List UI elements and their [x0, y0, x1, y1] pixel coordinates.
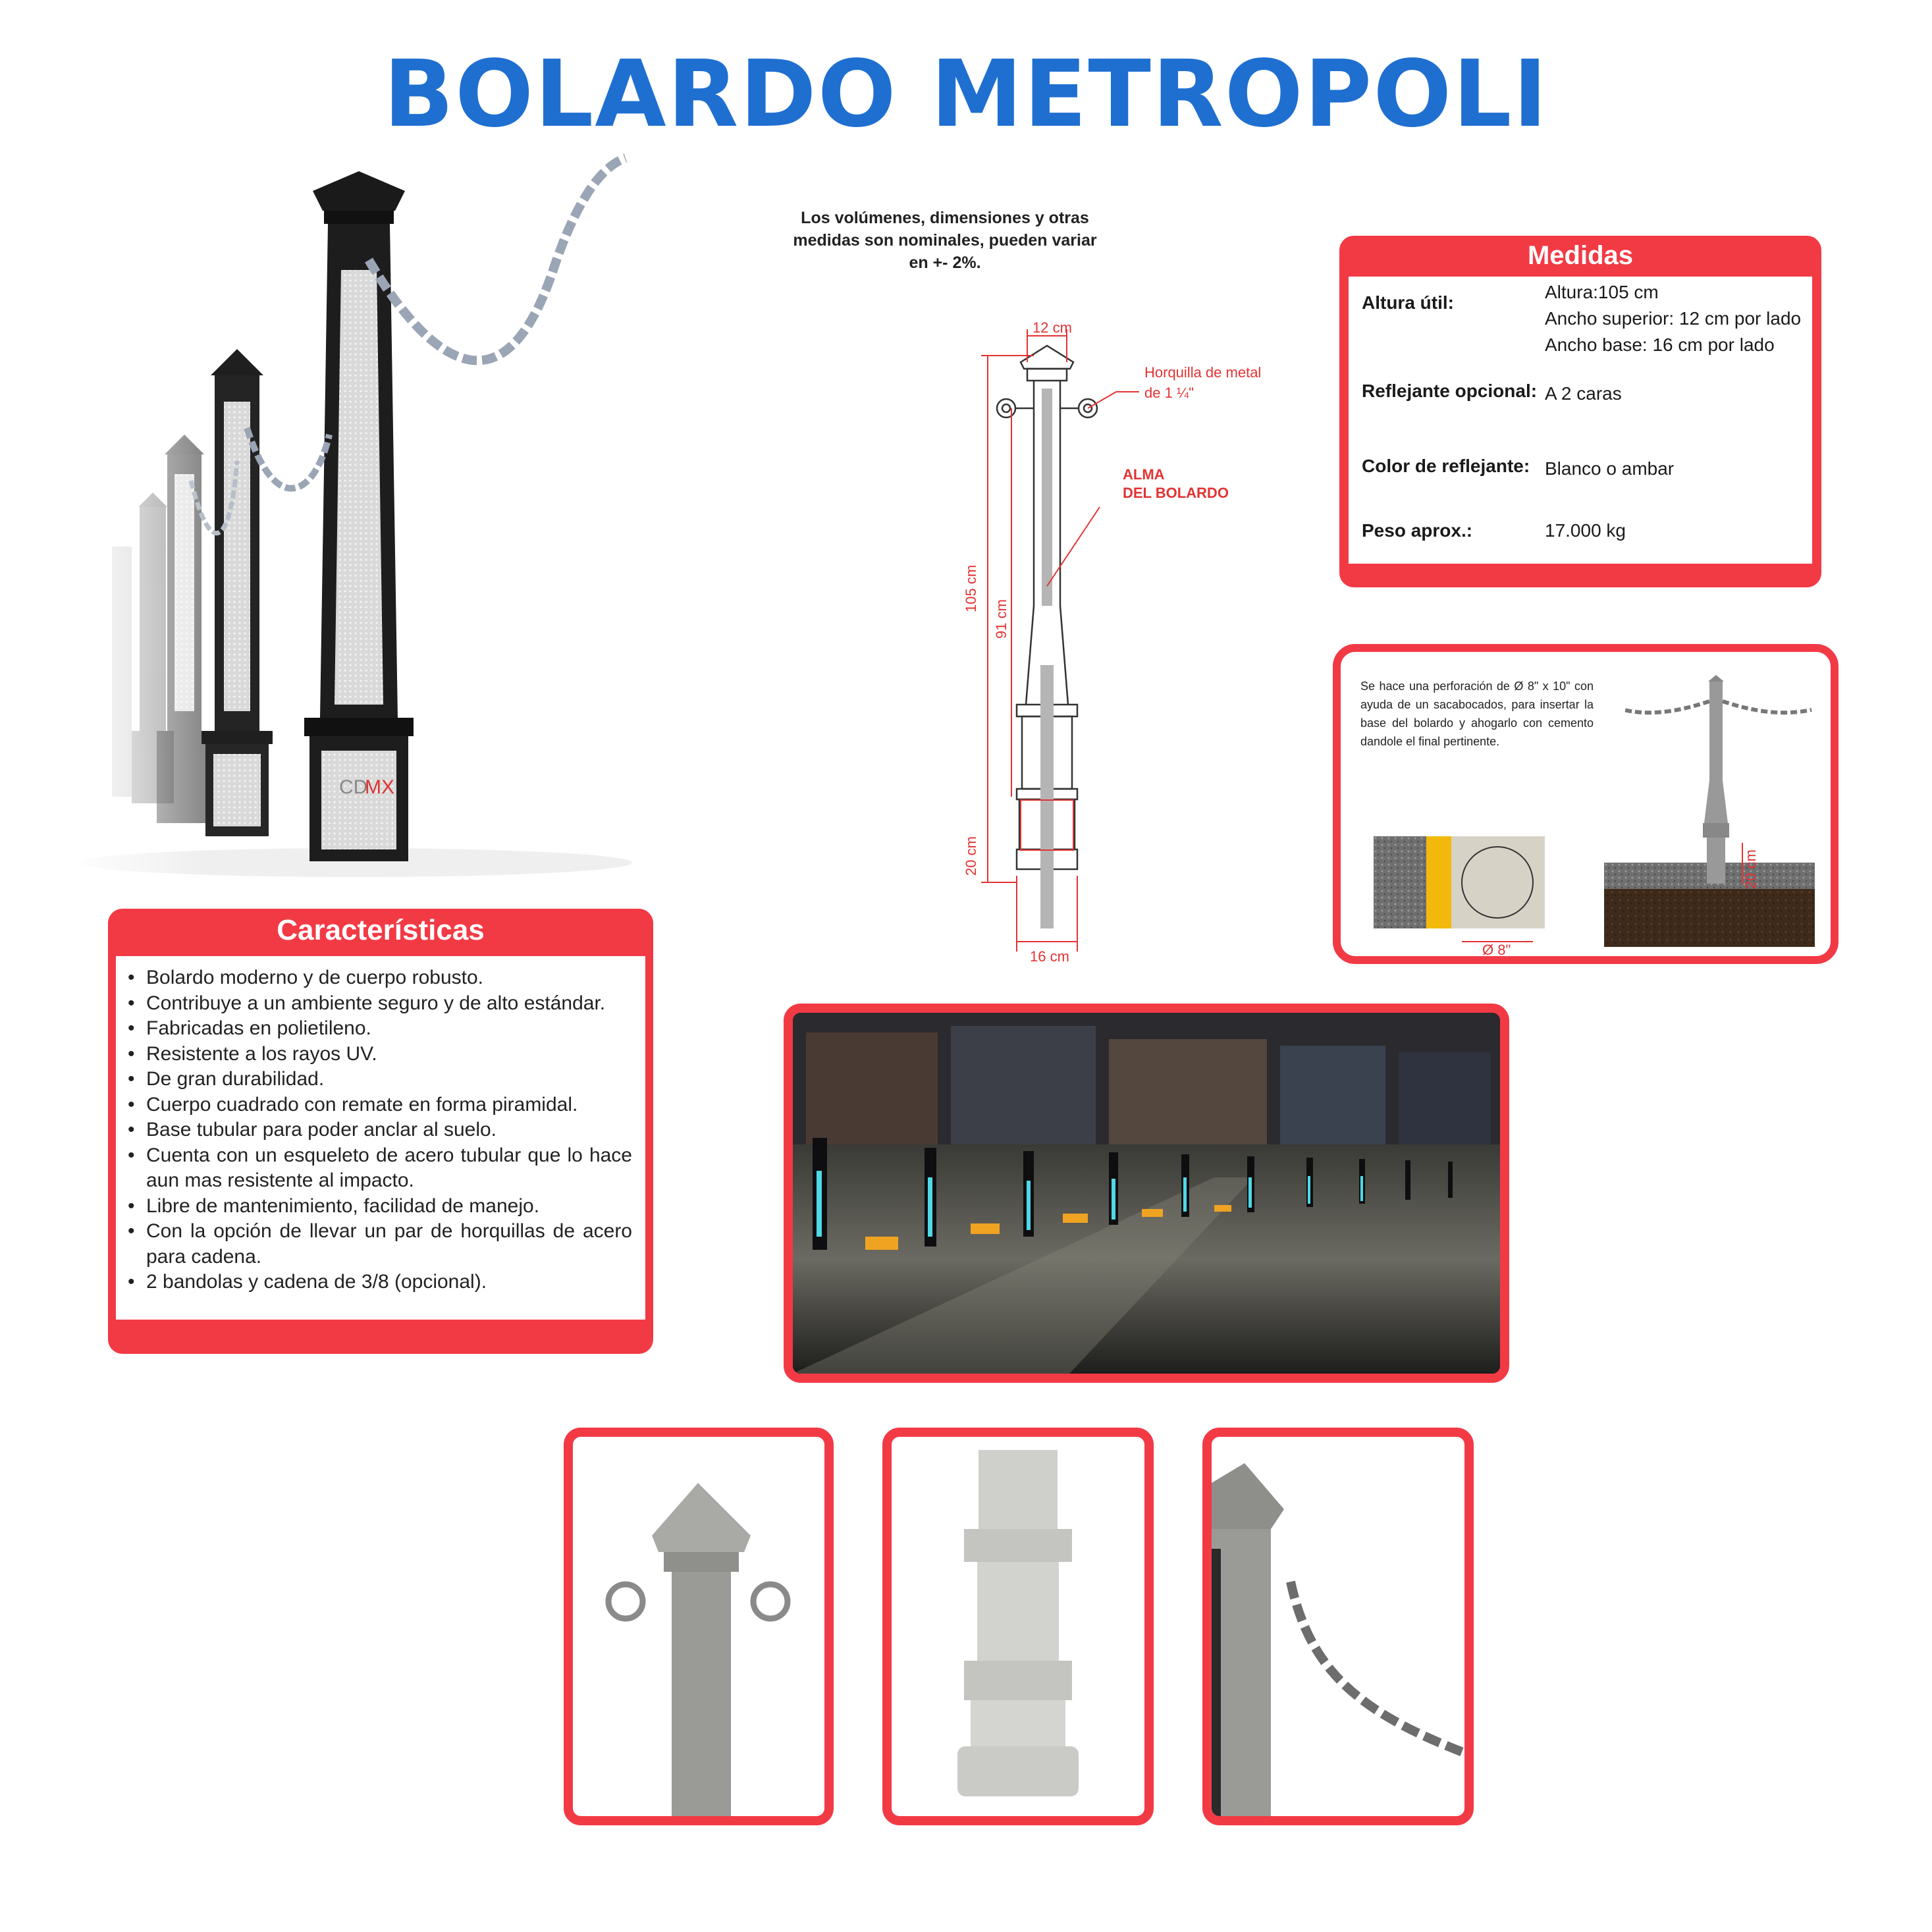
caracteristicas-body: Bolardo moderno y de cuerpo robusto.Cont… — [116, 956, 645, 1320]
chain-install-left-icon — [1623, 699, 1710, 715]
dim-hole-diameter: Ø 8" — [1482, 942, 1511, 956]
callout-hook-line2: de 1 ¼" — [1144, 385, 1194, 401]
medidas-label-altura: Altura útil: — [1362, 292, 1454, 313]
technical-drawing: 12 cm 16 cm 105 cm 91 cm 20 cm Horquilla… — [963, 319, 1261, 965]
chain-install-right-icon — [1722, 699, 1812, 715]
caracteristica-item: Bolardo moderno y de cuerpo robusto. — [116, 965, 632, 991]
detail-chain-thumbnail — [1202, 1428, 1474, 1825]
dim-base-width: 16 cm — [1030, 948, 1069, 965]
dim-height-body: 91 cm — [993, 599, 1009, 639]
caracteristica-item: Fabricadas en polietileno. — [116, 1016, 632, 1042]
medidas-value-altura: Altura:105 cm — [1545, 282, 1659, 302]
page-title: BOLARDO METROPOLI — [383, 41, 1549, 148]
medidas-value-reflejante: A 2 caras — [1545, 383, 1622, 404]
caracteristica-item: Libre de mantenimiento, facilidad de man… — [116, 1194, 632, 1220]
bollard-mid — [201, 349, 273, 836]
installed-bollard-icon — [1703, 675, 1729, 884]
installation-text: Se hace una perforación de Ø 8" x 10" co… — [1360, 680, 1594, 748]
detail-cap-hooks-thumbnail — [564, 1428, 834, 1825]
caracteristica-item: Contribuye a un ambiente seguro y de alt… — [116, 991, 632, 1017]
caracteristicas-panel: Características Bolardo moderno y de cue… — [108, 909, 653, 1354]
medidas-label-color: Color de reflejante: — [1362, 456, 1530, 476]
dim-top-width: 12 cm — [1033, 319, 1072, 336]
medidas-value-color: Blanco o ambar — [1545, 458, 1675, 479]
dimensions-note: Los volúmenes, dimensiones y otras medid… — [793, 209, 1097, 272]
chain-detail-icon — [1286, 1580, 1464, 1758]
callout-core-line2: DEL BOLARDO — [1123, 485, 1229, 501]
medidas-panel: Medidas Altura útil: Altura:105 cm Ancho… — [1339, 236, 1821, 587]
installation-panel: Se hace una perforación de Ø 8" x 10" co… — [1333, 644, 1838, 964]
caracteristicas-list: Bolardo moderno y de cuerpo robusto.Cont… — [116, 965, 632, 1295]
caracteristica-item: 2 bandolas y cadena de 3/8 (opcional). — [116, 1270, 632, 1295]
drill-hole-icon — [1461, 846, 1534, 919]
medidas-body: Altura útil: Altura:105 cm Ancho superio… — [1349, 277, 1812, 564]
callout-hook-line1: Horquilla de metal — [1144, 364, 1261, 381]
medidas-value-peso: 17.000 kg — [1545, 520, 1626, 541]
bollard-front: CD MX — [304, 171, 414, 861]
installation-diagram: Ø 8" 20 cm — [1374, 675, 1815, 956]
dim-height-total: 105 cm — [963, 565, 979, 612]
caracteristica-item: De gran durabilidad. — [116, 1067, 632, 1092]
caracteristica-item: Resistente a los rayos UV. — [116, 1042, 632, 1067]
detail-base-thumbnail — [882, 1428, 1154, 1825]
medidas-value-ancho-superior: Ancho superior: 12 cm por lado — [1545, 308, 1802, 329]
street-photo-illustration — [793, 1013, 1500, 1374]
street-photo — [784, 1004, 1509, 1383]
caracteristica-item: Con la opción de llevar un par de horqui… — [116, 1219, 632, 1270]
chain-mid-icon — [244, 427, 333, 492]
caracteristicas-heading: Características — [277, 914, 485, 946]
medidas-value-ancho-base: Ancho base: 16 cm por lado — [1545, 335, 1775, 355]
bollard-hero-render: CD MX — [79, 151, 632, 889]
medidas-heading: Medidas — [1527, 241, 1634, 270]
hook-left-icon — [605, 1581, 646, 1622]
caracteristica-item: Base tubular para poder anclar al suelo. — [116, 1117, 632, 1143]
dim-height-base: 20 cm — [963, 836, 979, 876]
logo-cd: CD — [339, 776, 367, 798]
caracteristica-item: Cuenta con un esqueleto de acero tubular… — [116, 1143, 632, 1194]
hook-right-icon — [750, 1581, 791, 1622]
logo-mx: MX — [365, 776, 394, 798]
medidas-label-peso: Peso aprox.: — [1362, 520, 1473, 541]
callout-core-line1: ALMA — [1123, 466, 1165, 483]
caracteristica-item: Cuerpo cuadrado con remate en forma pira… — [116, 1092, 632, 1118]
medidas-label-reflejante: Reflejante opcional: — [1362, 381, 1538, 401]
dim-hole-depth: 20 cm — [1742, 849, 1759, 889]
chain-front-icon — [364, 153, 628, 365]
